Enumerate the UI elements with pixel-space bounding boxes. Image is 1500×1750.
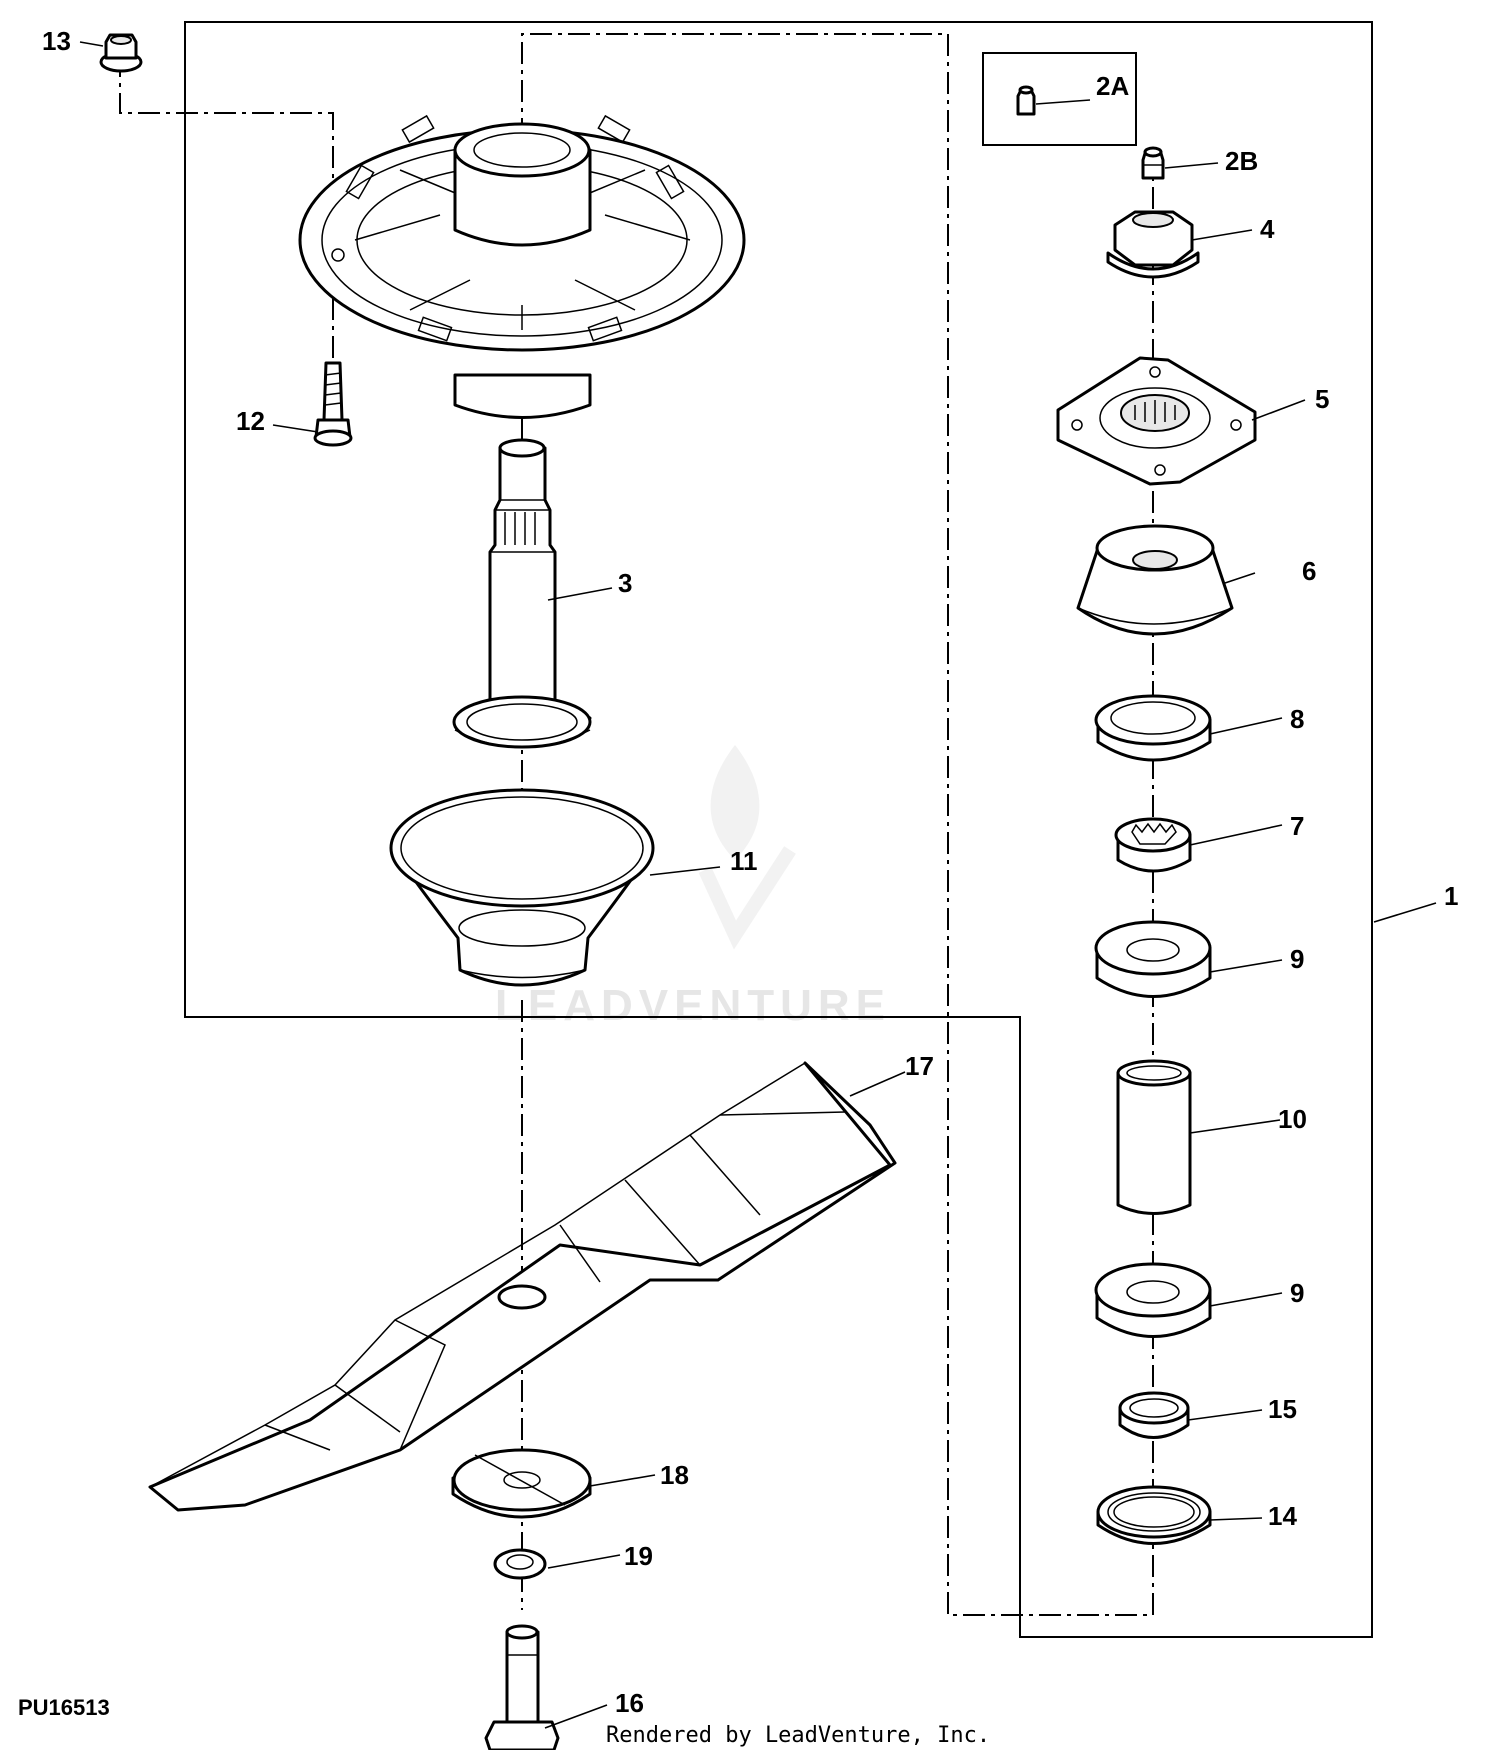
part-13-flange-nut — [99, 33, 143, 73]
credit-line: Rendered by LeadVenture, Inc. — [606, 1723, 990, 1748]
assembly-outline — [184, 21, 1373, 1638]
callout-18: 18 — [660, 1460, 689, 1490]
centerline-loop — [521, 33, 1154, 1616]
leader-lines — [79, 41, 1437, 1729]
part-11-cone-shield — [389, 788, 655, 987]
callout-4: 4 — [1260, 214, 1275, 244]
callout-6: 6 — [1302, 556, 1316, 586]
callout-2a: 2A — [1096, 71, 1129, 101]
figure-id: PU16513 — [18, 1695, 110, 1720]
callout-2b: 2B — [1225, 146, 1258, 176]
callout-11: 11 — [730, 846, 758, 876]
inset-box-2a — [982, 52, 1137, 146]
callout-13: 13 — [42, 26, 71, 56]
part-4-hex-nut — [1106, 210, 1200, 279]
callout-8: 8 — [1290, 704, 1304, 734]
part-2b-grease-fitting — [1141, 146, 1165, 180]
callout-9-upper: 9 — [1290, 944, 1304, 974]
callout-15: 15 — [1268, 1394, 1297, 1424]
part-9-bearing-lower — [1094, 1262, 1212, 1338]
part-10-spacer — [1116, 1059, 1192, 1215]
callout-5: 5 — [1315, 384, 1329, 414]
spindle-housing — [298, 114, 746, 419]
callout-1: 1 — [1444, 881, 1458, 911]
part-7-splined-insert — [1114, 817, 1192, 873]
part-3-spindle-shaft — [452, 438, 592, 749]
part-18-blade-washer — [451, 1448, 592, 1519]
callout-3: 3 — [618, 568, 632, 598]
callout-16: 16 — [615, 1688, 644, 1718]
part-8-ring — [1094, 694, 1212, 762]
part-19-lock-washer — [493, 1548, 547, 1580]
part-5-blade-adapter — [1056, 356, 1257, 486]
part-17-mower-blade — [148, 1061, 897, 1512]
callout-7: 7 — [1290, 811, 1304, 841]
callout-9-lower: 9 — [1290, 1278, 1304, 1308]
part-9-bearing-upper — [1094, 920, 1212, 998]
watermark-text: LEADVENTURE — [495, 981, 891, 1030]
callout-17: 17 — [905, 1051, 934, 1081]
part-2a-grease-fitting — [1016, 85, 1036, 116]
part-16-blade-bolt — [484, 1624, 560, 1750]
callout-10: 10 — [1278, 1104, 1307, 1134]
callout-19: 19 — [624, 1541, 653, 1571]
watermark-logo — [698, 745, 796, 950]
callout-12: 12 — [236, 406, 265, 436]
part-15-ring — [1118, 1391, 1190, 1439]
callout-14: 14 — [1268, 1501, 1297, 1531]
centerline-bolt — [119, 55, 334, 360]
part-12-bolt — [313, 361, 353, 447]
part-6-dust-cup — [1076, 524, 1234, 636]
part-14-seal — [1096, 1485, 1212, 1545]
